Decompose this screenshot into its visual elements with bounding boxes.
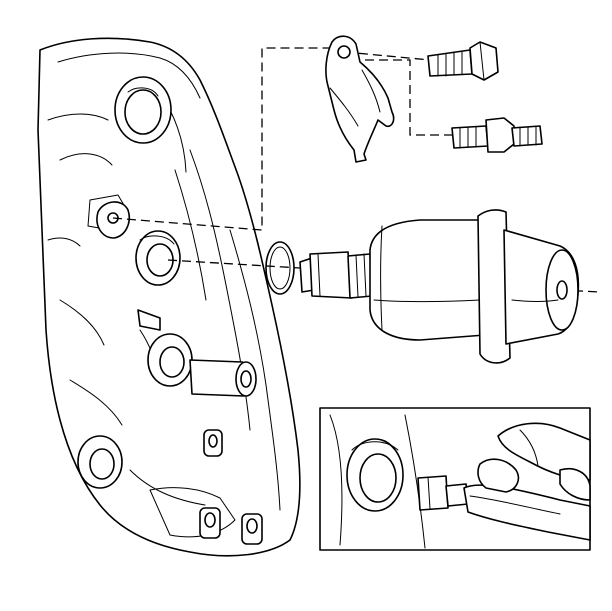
inset-housing xyxy=(330,415,425,548)
inset-tool-and-hand xyxy=(464,423,590,540)
detail-inset xyxy=(320,408,590,550)
engine-block xyxy=(38,38,300,556)
block-tab xyxy=(138,310,160,330)
block-bolt-lower-1 xyxy=(200,508,220,538)
fuel-pressure-regulator xyxy=(300,210,578,363)
regulator-port xyxy=(136,231,180,285)
block-bolt-upper xyxy=(204,430,222,456)
alignment-lines xyxy=(113,48,600,292)
o-ring xyxy=(266,242,294,294)
inset-regulator-stem xyxy=(418,476,468,510)
side-tube xyxy=(190,360,256,396)
bolt xyxy=(428,42,498,80)
block-bore-lower-left xyxy=(78,436,122,488)
bracket xyxy=(326,36,394,162)
bracket-mount-hole xyxy=(97,202,129,238)
block-boss-middle xyxy=(148,334,192,386)
block-bore-top xyxy=(115,77,171,143)
stud-bolt xyxy=(452,118,542,152)
block-bolt-lower-2 xyxy=(242,514,262,544)
